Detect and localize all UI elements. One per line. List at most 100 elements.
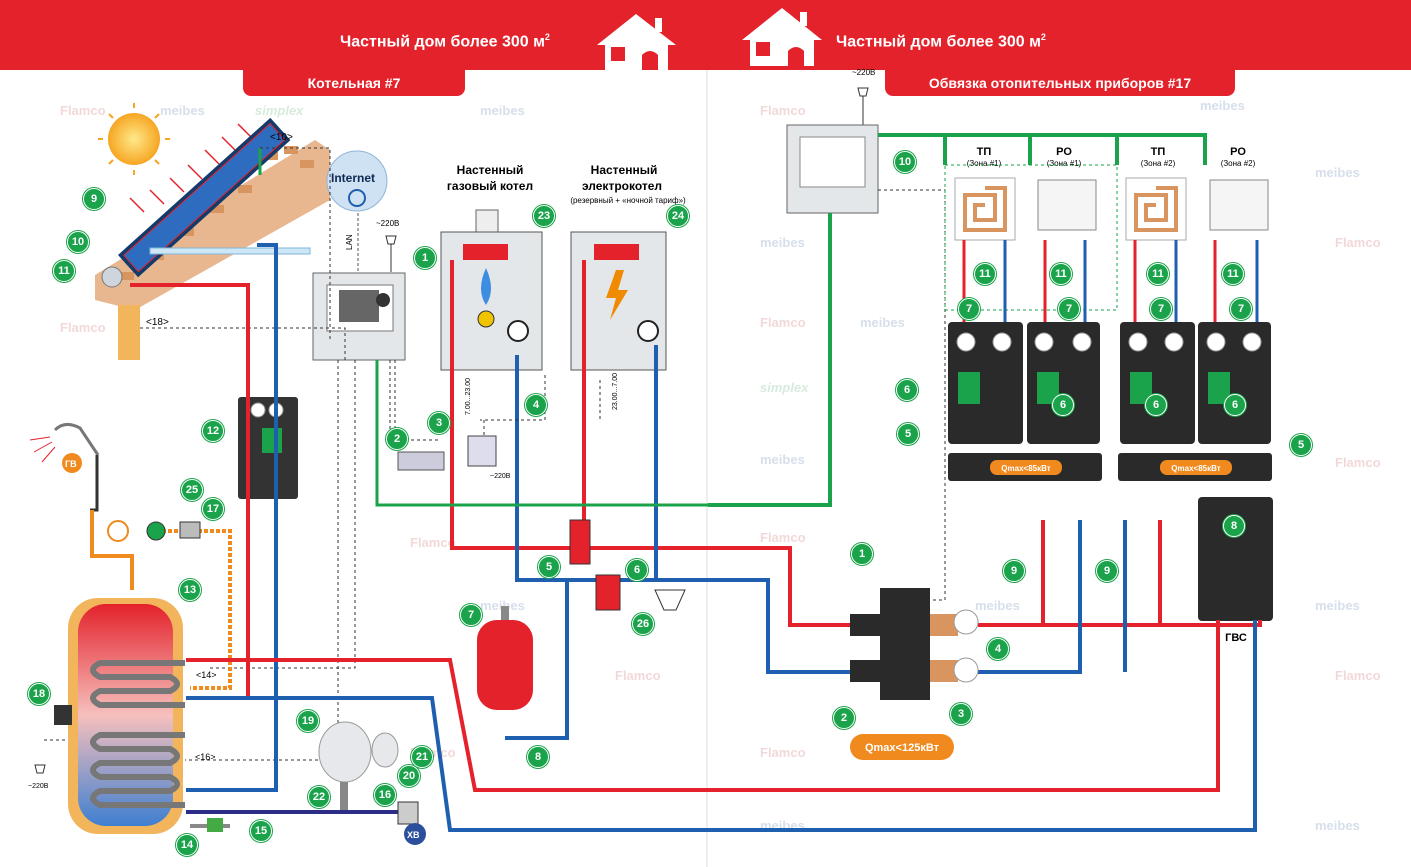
dhw-storage-tank: [78, 604, 173, 826]
electric-boiler-title-line2: электрокотел: [582, 179, 662, 193]
house-wall: [118, 305, 140, 360]
pump-icon: [507, 320, 529, 342]
main-distribution-pipes: [708, 520, 1262, 832]
expansion-tank: [477, 620, 533, 710]
shower-head-icon: [53, 423, 100, 456]
watermark-meibes: meibes: [1315, 165, 1360, 180]
dhw-expansion-tank: [318, 721, 372, 783]
callout-left-16: 16: [374, 784, 396, 806]
callout-left-6: 6: [626, 559, 648, 581]
watermark-flamco: Flamco: [760, 315, 806, 330]
magnetic-filter: [595, 574, 621, 611]
boiler-pipes: [450, 260, 708, 740]
callout-right-5: 5: [1290, 434, 1312, 456]
callout-right-11: 11: [974, 263, 996, 285]
dimension-14: <14>: [196, 670, 217, 680]
callout-right-8: 8: [1223, 515, 1245, 537]
callout-left-9: 9: [83, 188, 105, 210]
right-section-tab: Обвязка отопительных приборов #17: [885, 70, 1235, 96]
plug-icon: [34, 764, 46, 774]
manifold-2-badge: [1160, 460, 1232, 475]
gas-boiler-heat-exchanger: [463, 244, 508, 260]
manifold-2-capacity: Qmax<85кВт: [1171, 464, 1220, 473]
manifold-1-badge: [990, 460, 1062, 475]
radiator-1: [1037, 179, 1097, 231]
callout-left-10: 10: [67, 231, 89, 253]
separator-capacity-badge: [850, 734, 954, 760]
gas-burner-icon: [477, 310, 495, 328]
callout-left-14: 14: [176, 834, 198, 856]
globe-icon: [326, 150, 388, 212]
zone2-radiator-type: РО: [1230, 146, 1246, 158]
collector-sensor: [101, 266, 123, 288]
callout-right-4: 4: [987, 638, 1009, 660]
separator-capacity: Qmax<125кВт: [865, 742, 940, 754]
watermark-flamco: Flamco: [60, 103, 106, 118]
callout-right-6: 6: [1052, 394, 1074, 416]
safety-group: [397, 801, 419, 825]
watermark-meibes: meibes: [760, 452, 805, 467]
callout-left-21: 21: [411, 746, 433, 768]
watermark-meibes: meibes: [1200, 98, 1245, 113]
watermark-meibes: meibes: [860, 315, 905, 330]
relay-block: [467, 435, 497, 467]
callout-left-3: 3: [428, 412, 450, 434]
watermark-meibes: meibes: [480, 598, 525, 613]
left-section-tab: Котельная #7: [243, 70, 465, 96]
solar-radiation-arrows: [129, 123, 253, 213]
callout-right-1: 1: [851, 543, 873, 565]
watermark-simplex: simplex: [760, 380, 809, 395]
recirculation-pump: [146, 521, 166, 541]
expansion-tank-cap: [501, 606, 509, 620]
callout-right-11: 11: [1147, 263, 1169, 285]
callout-left-13: 13: [179, 579, 201, 601]
callout-right-2: 2: [833, 707, 855, 729]
thermometer-icon: [107, 520, 129, 542]
house-icon: [597, 14, 676, 70]
zone1-floor-type: ТП: [977, 146, 992, 158]
lan-label: LAN: [345, 234, 354, 250]
watermark-meibes: meibes: [160, 103, 205, 118]
watermark-flamco: Flamco: [1335, 235, 1381, 250]
left-page-title: Частный дом более 300 м2: [340, 32, 550, 51]
solar-pump: [262, 428, 282, 453]
plug-icon: [385, 235, 397, 272]
shower-hose: [90, 455, 99, 512]
dhw-label: ГВС: [1225, 632, 1247, 644]
pump-icon: [637, 320, 659, 342]
callout-right-7: 7: [1058, 298, 1080, 320]
callout-left-7: 7: [460, 604, 482, 626]
thermometer-icon: [250, 402, 266, 418]
thermometer-icon: [953, 657, 979, 683]
watermark-flamco: Flamco: [1335, 668, 1381, 683]
watermark-meibes: meibes: [760, 235, 805, 250]
dhw-pump-group: [1198, 497, 1273, 621]
relay-220v-label: ~220В: [490, 473, 511, 480]
watermark-flamco: Flamco: [1335, 455, 1381, 470]
callout-left-12: 12: [202, 420, 224, 442]
zone-pipes: [962, 240, 1259, 330]
separator-fitting: [930, 660, 958, 682]
thermometer-icon: [953, 609, 979, 635]
watermark-meibes: meibes: [480, 103, 525, 118]
funnel-icon: [654, 589, 686, 611]
electric-boiler-title-line1: Настенный: [591, 163, 658, 177]
zone-wiring-box: [944, 164, 1118, 311]
room-thermostat: [397, 451, 445, 471]
radiator-2: [1209, 179, 1269, 231]
internet-label: Internet: [331, 171, 375, 185]
flue-pipe: [475, 209, 499, 233]
callout-right-6: 6: [896, 379, 918, 401]
dhw-tank-connector: [340, 782, 348, 810]
zone1-floor-label: (Зона #1): [967, 159, 1002, 168]
callout-right-6: 6: [1145, 394, 1167, 416]
gas-boiler-title-line2: газовый котел: [447, 179, 533, 193]
callout-right-11: 11: [1222, 263, 1244, 285]
drain-valve: [207, 818, 223, 832]
manifold-1-capacity: Qmax<85кВт: [1001, 464, 1050, 473]
callout-left-5: 5: [538, 556, 560, 578]
pressure-reducer: [371, 732, 399, 768]
separator-flange: [850, 660, 880, 682]
sun-icon: [108, 113, 160, 165]
callout-left-11: 11: [53, 260, 75, 282]
